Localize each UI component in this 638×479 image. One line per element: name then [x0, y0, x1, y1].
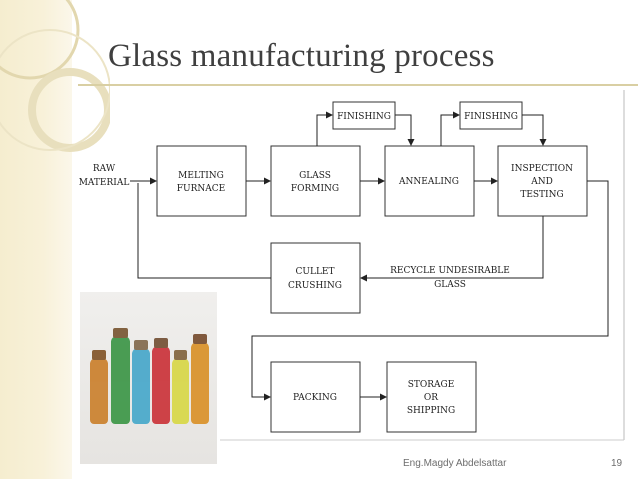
- cullet-label-2: CRUSHING: [288, 281, 342, 291]
- recycle-label-2: GLASS: [434, 280, 466, 290]
- raw-material-label-1: RAW: [93, 164, 116, 174]
- annealing-box: [384, 145, 475, 217]
- storage-shipping-box: [386, 361, 477, 433]
- storage-label-1: STORAGE: [408, 380, 455, 390]
- bottle-amber: [191, 334, 209, 424]
- inspection-label-1: INSPECTION: [511, 164, 573, 174]
- page-number: 19: [611, 458, 623, 469]
- colored-bottles-photo: [80, 292, 217, 464]
- arrow-finishing-2-to-inspection: [522, 114, 547, 146]
- arrow-finishing-1-to-annealing: [395, 114, 415, 146]
- finishing-1-label: FINISHING: [337, 112, 391, 122]
- arrow-inspection-to-packing: [251, 180, 609, 401]
- melting-label-2: FURNACE: [177, 184, 225, 194]
- bottle-red: [152, 338, 170, 424]
- arrow-inspection-to-cullet: [360, 216, 544, 282]
- bottle-orange: [90, 350, 108, 424]
- finishing-2-label: FINISHING: [464, 112, 518, 122]
- forming-label-1: GLASS: [299, 171, 331, 181]
- decorative-side-band: [0, 0, 72, 479]
- slide-title: Glass manufacturing process: [108, 38, 495, 74]
- arrow-forming-to-finishing-1: [316, 111, 333, 146]
- arrow-annealing-to-finishing-2: [440, 111, 460, 146]
- bottle-yellow: [172, 350, 189, 424]
- inspection-label-2: AND: [530, 177, 553, 187]
- annealing-label: ANNEALING: [398, 177, 459, 187]
- forming-label-2: FORMING: [291, 184, 339, 194]
- bottle-cyan: [132, 340, 150, 424]
- finishing-box-2: [459, 101, 523, 130]
- decorative-circles: [0, 0, 110, 152]
- packing-box: [270, 361, 361, 433]
- bottle-green: [111, 328, 130, 424]
- glass-forming-box: [270, 145, 361, 217]
- raw-material-label-2: MATERIAL: [79, 178, 130, 188]
- storage-label-2: OR: [424, 393, 438, 403]
- footer-author: Eng.Magdy Abdelsattar: [403, 458, 507, 469]
- title-underline: [78, 84, 638, 86]
- melting-label-1: MELTING: [178, 171, 224, 181]
- inspection-label-3: TESTING: [520, 190, 563, 200]
- recycle-label-1: RECYCLE UNDESIRABLE: [390, 266, 510, 276]
- storage-label-3: SHIPPING: [407, 406, 455, 416]
- finishing-box-1: [332, 101, 396, 130]
- cullet-crushing-box: [270, 242, 361, 314]
- packing-label: PACKING: [293, 393, 337, 403]
- arrow-cullet-to-melting: [137, 183, 271, 279]
- melting-furnace-box: [156, 145, 247, 217]
- cullet-label-1: CULLET: [296, 267, 335, 277]
